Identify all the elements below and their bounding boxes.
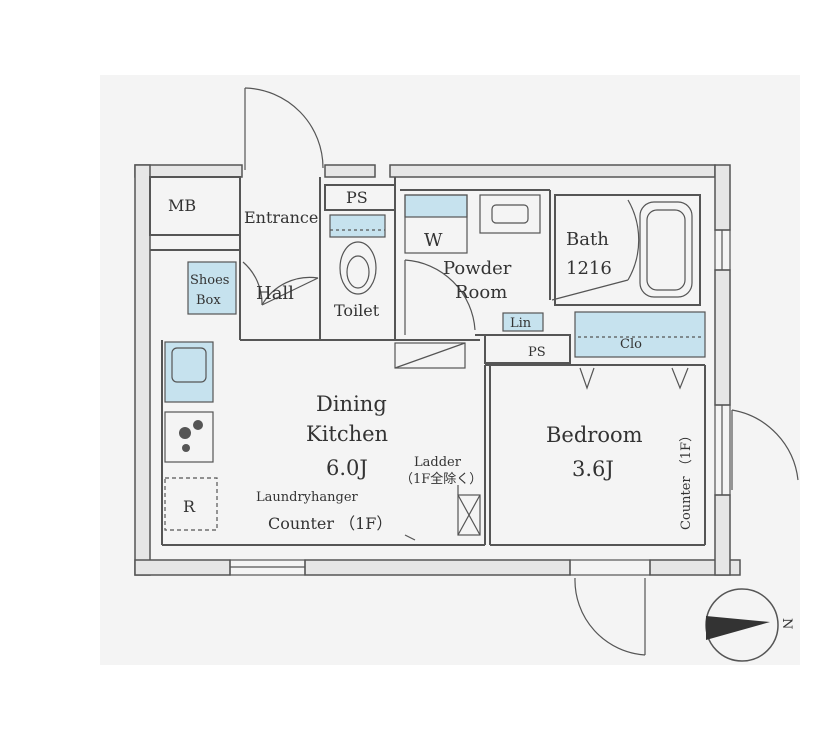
entrance-label: Entrance — [244, 208, 318, 227]
linen-closet — [502, 312, 544, 332]
lin-label: Lin — [510, 316, 532, 331]
compass-arrow-icon — [706, 616, 770, 640]
bathtub — [639, 201, 693, 298]
stove — [164, 411, 214, 463]
ladder-label-2: （1F全除く） — [400, 471, 482, 487]
ps-mid-label: PS — [528, 345, 546, 360]
windows — [229, 229, 731, 576]
bedroom-label: Bedroom — [546, 423, 643, 447]
dining-label: Dining — [316, 392, 387, 416]
compass-north-label: N — [779, 618, 794, 629]
stair-box — [394, 342, 466, 369]
toilet-tank — [329, 214, 386, 238]
fridge-label: R — [183, 497, 196, 516]
hall-label: Hall — [256, 283, 294, 304]
w-label: W — [424, 230, 443, 251]
ps-top-label: PS — [346, 188, 368, 207]
compass: N — [705, 588, 794, 662]
bedroom-size: 3.6J — [572, 457, 614, 481]
laundry-label: Laundryhanger — [256, 490, 359, 505]
toilet-label: Toilet — [334, 301, 380, 320]
toilet-bowl — [339, 241, 377, 295]
mb-label: MB — [168, 196, 196, 215]
shoes-box-label-2: Box — [196, 293, 221, 308]
closet — [574, 311, 706, 358]
fridge-space — [164, 477, 218, 531]
bath-label-2: 1216 — [566, 258, 612, 279]
powder-room-label-2: Room — [455, 282, 507, 303]
kitchen-sink — [164, 341, 214, 403]
clo-label: Clo — [620, 337, 642, 352]
counter-right-label: Counter （1F） — [679, 429, 694, 530]
washbasin — [479, 194, 541, 234]
powder-room-label-1: Powder — [443, 258, 512, 279]
ladder-hatch — [457, 494, 481, 536]
fixtures — [164, 194, 706, 541]
bath-label-1: Bath — [566, 229, 609, 250]
labels: MB PS Entrance Shoes Box Hall Toilet W P… — [168, 188, 694, 533]
interior-walls — [150, 177, 706, 546]
ladder-label-1: Ladder — [414, 455, 462, 470]
counter-bottom-label: Counter （1F） — [268, 514, 392, 533]
shoes-box-label-1: Shoes — [190, 273, 229, 288]
doors — [242, 87, 799, 656]
washer-area — [404, 194, 468, 218]
kitchen-label: Kitchen — [306, 422, 388, 446]
dining-kitchen-size: 6.0J — [326, 456, 368, 480]
shoes-box — [187, 261, 237, 315]
